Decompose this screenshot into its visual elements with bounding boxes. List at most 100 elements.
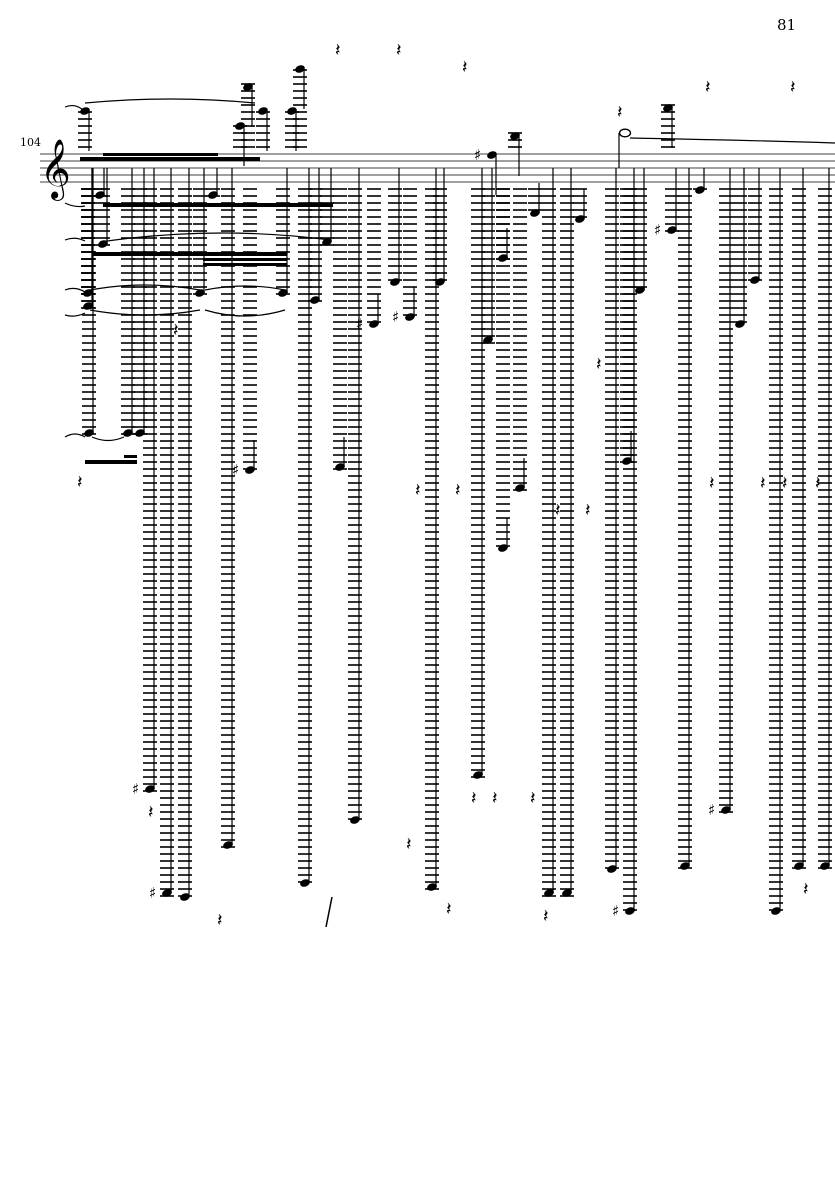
notehead bbox=[575, 215, 585, 223]
notehead bbox=[483, 336, 493, 344]
note bbox=[96, 168, 110, 248]
notehead bbox=[544, 889, 554, 897]
note: ♯ bbox=[149, 168, 174, 902]
notehead bbox=[721, 806, 731, 814]
note bbox=[605, 168, 619, 873]
sharp-icon: ♯ bbox=[232, 461, 239, 479]
note bbox=[620, 188, 634, 465]
notehead bbox=[515, 484, 525, 492]
notehead bbox=[245, 466, 255, 474]
notehead bbox=[335, 463, 345, 471]
notehead bbox=[235, 122, 245, 130]
notes: ♯♯♯♯♯♯♯♯♯ bbox=[78, 65, 832, 920]
quarter-rest-icon: 𝄽 bbox=[148, 802, 154, 823]
notehead bbox=[83, 289, 93, 297]
notehead bbox=[350, 816, 360, 824]
notehead bbox=[287, 107, 297, 115]
note bbox=[513, 188, 527, 492]
note bbox=[178, 168, 192, 901]
quarter-rest-icon: 𝄽 bbox=[335, 40, 341, 61]
note bbox=[733, 168, 747, 328]
quarter-rest-icon: 𝄽 bbox=[803, 879, 809, 900]
note bbox=[276, 168, 290, 297]
note bbox=[206, 168, 220, 199]
quarter-rest-icon: 𝄽 bbox=[760, 473, 766, 494]
notehead bbox=[618, 128, 632, 138]
note: ♯ bbox=[708, 168, 733, 819]
note: ♯ bbox=[356, 188, 381, 333]
slurs bbox=[64, 98, 835, 442]
notehead bbox=[123, 429, 133, 437]
notehead bbox=[195, 289, 205, 297]
treble-clef-icon: 𝄞 bbox=[40, 139, 71, 201]
note bbox=[241, 83, 255, 148]
quarter-rest-icon: 𝄽 bbox=[173, 320, 179, 341]
quarter-rest-icon: 𝄽 bbox=[77, 472, 83, 493]
note bbox=[633, 168, 647, 294]
quarter-rest-icon: 𝄽 bbox=[815, 473, 821, 494]
quarter-rest-icon: 𝄽 bbox=[596, 354, 602, 375]
sharp-icon: ♯ bbox=[149, 884, 156, 902]
notehead bbox=[95, 191, 105, 199]
notehead bbox=[695, 186, 705, 194]
note bbox=[348, 168, 362, 824]
quarter-rest-icon: 𝄽 bbox=[406, 834, 412, 855]
notehead bbox=[510, 132, 520, 140]
notehead bbox=[750, 276, 760, 284]
note bbox=[661, 104, 675, 148]
notehead bbox=[680, 862, 690, 870]
notehead bbox=[663, 104, 673, 112]
note bbox=[496, 188, 510, 552]
sharp-icon: ♯ bbox=[612, 902, 619, 920]
quarter-rest-icon: 𝄽 bbox=[543, 906, 549, 927]
notehead bbox=[794, 862, 804, 870]
notehead bbox=[487, 151, 497, 159]
notehead bbox=[295, 65, 305, 73]
notehead bbox=[278, 289, 288, 297]
note bbox=[308, 168, 322, 304]
quarter-rest-icon: 𝄽 bbox=[709, 473, 715, 494]
notehead bbox=[405, 313, 415, 321]
note bbox=[256, 107, 270, 151]
notehead bbox=[771, 907, 781, 915]
note bbox=[293, 65, 307, 148]
note bbox=[221, 168, 235, 849]
quarter-rest-icon: 𝄽 bbox=[396, 40, 402, 61]
notehead bbox=[435, 278, 445, 286]
quarter-rest-icon: 𝄽 bbox=[471, 788, 477, 809]
notehead bbox=[562, 889, 572, 897]
quarter-rest-icon: 𝄽 bbox=[455, 480, 461, 501]
note bbox=[433, 168, 447, 286]
page-number: 81 bbox=[777, 16, 797, 34]
note bbox=[818, 168, 832, 870]
notehead bbox=[635, 286, 645, 294]
notehead bbox=[223, 841, 233, 849]
sharp-icon: ♯ bbox=[356, 315, 363, 333]
sharp-icon: ♯ bbox=[708, 801, 715, 819]
notehead bbox=[258, 107, 268, 115]
notehead bbox=[84, 429, 94, 437]
note bbox=[542, 168, 556, 897]
notehead bbox=[473, 771, 483, 779]
note bbox=[528, 183, 542, 217]
quarter-rest-icon: 𝄽 bbox=[617, 102, 623, 123]
note bbox=[388, 168, 402, 286]
quarter-rest-icon: 𝄽 bbox=[446, 899, 452, 920]
notehead bbox=[310, 296, 320, 304]
sharp-icon: ♯ bbox=[132, 780, 139, 798]
note bbox=[678, 168, 692, 870]
notehead bbox=[625, 907, 635, 915]
notehead bbox=[427, 883, 437, 891]
notehead bbox=[180, 893, 190, 901]
note bbox=[78, 107, 92, 151]
note bbox=[573, 188, 587, 223]
note: ♯ bbox=[474, 146, 497, 195]
notehead bbox=[243, 83, 253, 91]
quarter-rest-icon: 𝄽 bbox=[462, 57, 468, 78]
note bbox=[133, 168, 147, 437]
notehead bbox=[622, 457, 632, 465]
notehead bbox=[369, 320, 379, 328]
notehead bbox=[498, 254, 508, 262]
rests: 𝄽𝄽𝄽𝄽𝄽𝄽𝄽𝄽𝄽𝄽𝄽𝄽𝄽𝄽𝄽𝄽𝄽𝄽𝄽𝄽𝄽𝄽𝄽𝄽𝄽𝄽 bbox=[77, 40, 821, 931]
